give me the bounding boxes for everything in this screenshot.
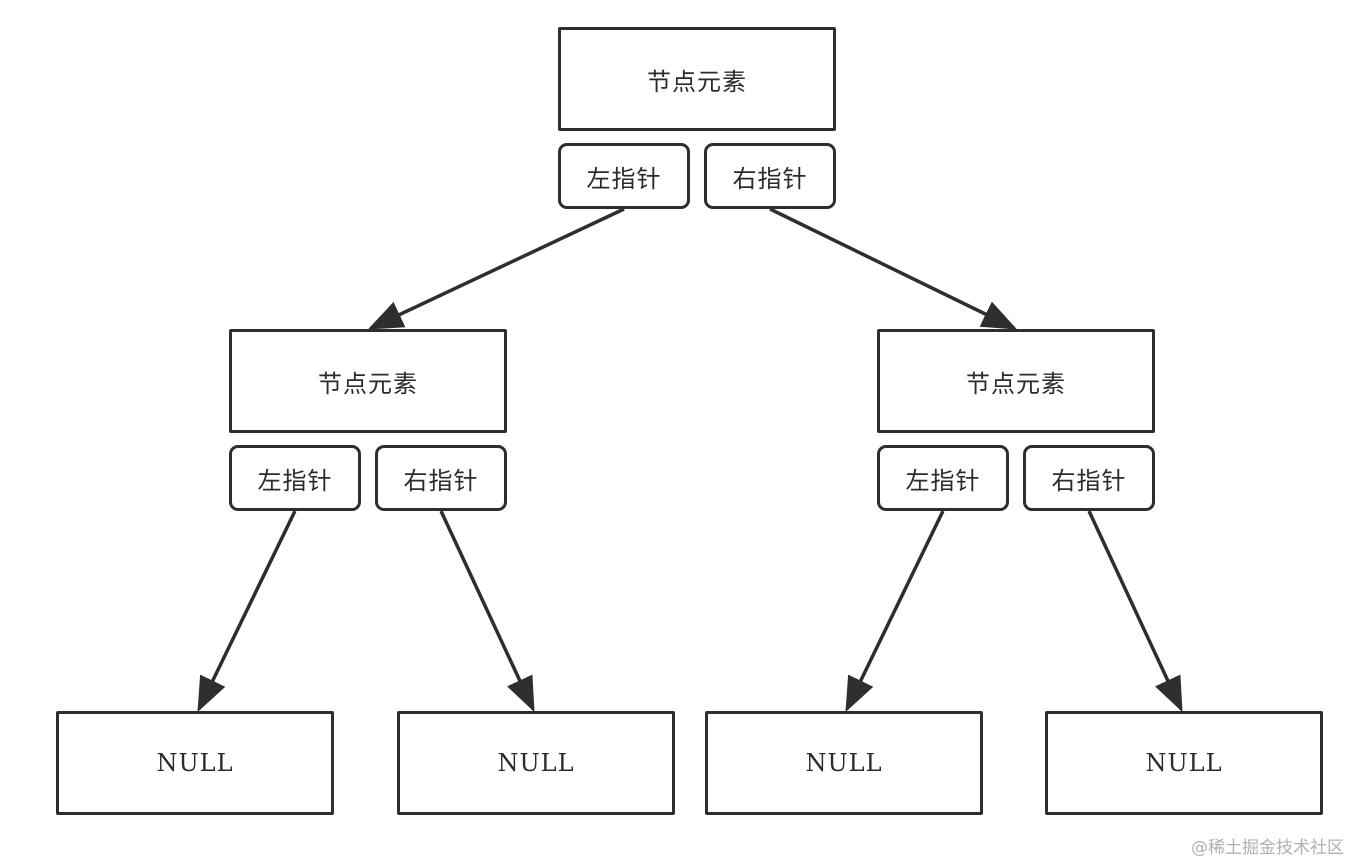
right-child-right-pointer: 右指针 xyxy=(1023,445,1155,511)
null-leaf-1: NULL xyxy=(56,711,334,815)
null-leaf-3: NULL xyxy=(705,711,983,815)
watermark: @稀土掘金技术社区 xyxy=(1191,838,1344,858)
left-child-node-element-label: 节点元素 xyxy=(318,369,418,398)
null-leaf-3-label: NULL xyxy=(805,749,883,777)
right-child-right-pointer-label: 右指针 xyxy=(1051,466,1127,495)
root-right-pointer: 右指针 xyxy=(704,143,836,209)
null-leaf-1-label: NULL xyxy=(156,749,234,777)
edge-left-right xyxy=(439,510,535,713)
null-leaf-4-label: NULL xyxy=(1145,749,1223,777)
edge-root-right xyxy=(769,207,1018,330)
null-leaf-4: NULL xyxy=(1045,711,1323,815)
edge-right-right xyxy=(1087,510,1183,713)
root-left-pointer: 左指针 xyxy=(558,143,690,209)
edge-left-left xyxy=(197,510,297,713)
left-child-right-pointer: 右指针 xyxy=(375,445,507,511)
right-child-node-element: 节点元素 xyxy=(877,329,1155,433)
right-child-node-element-label: 节点元素 xyxy=(966,369,1066,398)
edge-root-left xyxy=(367,207,625,330)
right-child-left-pointer-label: 左指针 xyxy=(905,466,981,495)
null-leaf-2: NULL xyxy=(397,711,675,815)
left-child-left-pointer-label: 左指针 xyxy=(257,466,333,495)
edge-right-left xyxy=(845,510,945,713)
right-child-left-pointer: 左指针 xyxy=(877,445,1009,511)
left-child-left-pointer: 左指针 xyxy=(229,445,361,511)
left-child-node-element: 节点元素 xyxy=(229,329,507,433)
root-node-element-label: 节点元素 xyxy=(647,67,747,96)
left-child-right-pointer-label: 右指针 xyxy=(403,466,479,495)
null-leaf-2-label: NULL xyxy=(497,749,575,777)
root-right-pointer-label: 右指针 xyxy=(732,164,808,193)
root-node-element: 节点元素 xyxy=(558,27,836,131)
root-left-pointer-label: 左指针 xyxy=(586,164,662,193)
